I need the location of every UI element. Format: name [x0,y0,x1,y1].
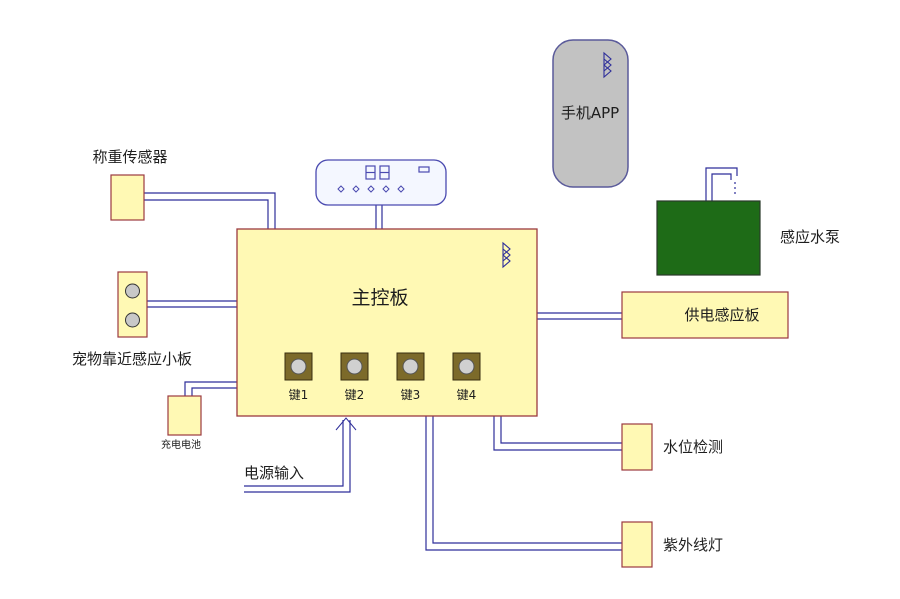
key-3[interactable]: 键3 [396,352,425,402]
water-level-label: 水位检测 [663,438,723,456]
bluetooth-icon [502,241,511,269]
main-control-board: 主控板 键1 键2 键3 键4 [236,228,538,417]
uv-lamp-box [621,521,653,568]
key-2[interactable]: 键2 [340,352,369,402]
sensor-eye-icon [125,312,140,328]
rechargeable-battery: 充电电池 [161,395,202,451]
power-sense-board-box [621,291,789,339]
wire-weight-sensor [144,192,276,229]
induction-water-pump: 感应水泵 [656,200,840,276]
proximity-board-label: 宠物靠近感应小板 [72,350,192,368]
sensor-eye-icon [125,283,140,299]
panel-body [315,159,447,206]
wire-battery [184,381,237,396]
display-control-panel [315,159,447,206]
connection-wires [144,167,738,551]
key-1[interactable]: 键1 [284,352,313,402]
battery-indicator-icon [418,166,430,173]
power-input-label: 电源输入 [244,464,304,482]
battery-label: 充电电池 [161,438,201,451]
water-level-detector: 水位检测 [621,423,723,471]
power-sense-board-label: 供电感应板 [684,306,759,324]
key-4[interactable]: 键4 [452,352,481,402]
key-label: 键4 [457,388,477,402]
pet-proximity-board: 宠物靠近感应小板 [72,271,192,368]
wire-display-panel [375,205,383,229]
wire-proximity-board [147,300,237,308]
weight-sensor: 称重传感器 [92,148,168,221]
pump-box [656,200,761,276]
seven-segment-display [365,165,430,180]
main-board-box [236,228,538,417]
uv-lamp-label: 紫外线灯 [663,536,723,554]
power-sense-board: 供电感应板 [621,291,789,339]
main-board-label: 主控板 [351,287,408,309]
battery-box [167,395,202,436]
key-label: 键3 [401,388,421,402]
water-level-box [621,423,653,471]
weight-sensor-label: 称重传感器 [92,148,167,166]
key-label: 键2 [345,388,365,402]
weight-sensor-box [110,174,145,221]
phone-label: 手机APP [561,104,619,122]
uv-lamp: 紫外线灯 [621,521,723,568]
pump-tubes [705,167,738,201]
wire-power-input [244,417,357,493]
wire-uv-lamp [425,416,622,551]
phone-app-device: 手机APP [552,39,629,188]
wire-power-sense-board [537,312,622,320]
pump-label: 感应水泵 [780,228,840,246]
wire-water-level [493,416,622,451]
key-label: 键1 [289,388,309,402]
bluetooth-icon [603,51,612,79]
panel-touch-buttons [337,185,405,193]
phone-body [552,39,629,188]
